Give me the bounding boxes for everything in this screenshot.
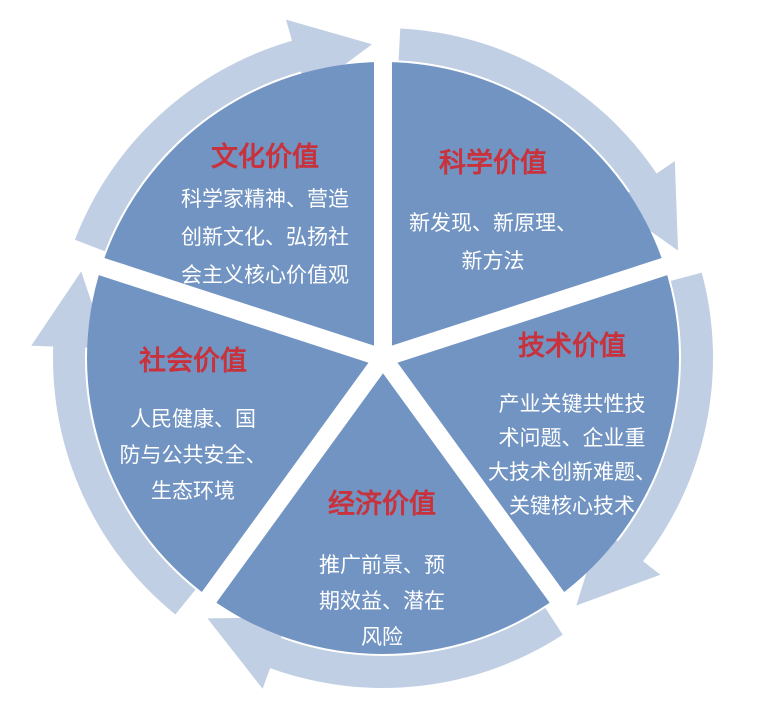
segment-text-society-line-1: 人民健康、国 [130,407,256,431]
segment-technology: 技术价值 产业关键共性技 术问题、企业重 大技术创新难题、 关键核心技术 [488,331,656,518]
cycle-arrow-icon [576,272,714,606]
segment-title-culture: 文化价值 [211,141,319,173]
segment-text-technology-line-2: 术问题、企业重 [499,426,646,450]
cycle-arrow-icon [398,28,679,251]
segment-text-culture-line-1: 科学家精神、营造 [181,187,349,211]
segment-text-economy-line-2: 期效益、潜在 [319,589,445,613]
segment-text-society-line-2: 防与公共安全、 [120,443,267,467]
cycle-arrow-icon [207,607,563,689]
segment-divider [199,352,391,607]
segment-title-technology: 技术价值 [518,331,626,362]
pie-wedge-society [87,266,384,598]
segment-economy: 经济价值 推广前景、预 期效益、潜在 风险 [319,488,445,649]
segment-science: 科学价值 新发现、新原理、 新方法 [409,147,577,273]
cycle-arrow-icon [31,271,196,615]
segment-text-technology-line-3: 大技术创新难题、 [488,460,656,484]
segment-text-society-line-3: 生态环境 [151,479,235,503]
segment-text-economy-line-3: 风险 [361,625,403,649]
segment-society: 社会价值 人民健康、国 防与公共安全、 生态环境 [120,345,267,503]
segment-divider [380,256,672,367]
segment-text-technology-line-4: 关键核心技术 [509,494,635,518]
segment-title-society: 社会价值 [139,345,247,377]
segment-text-science-line-2: 新方法 [462,249,525,273]
segment-divider [375,352,567,607]
segment-text-economy-line-1: 推广前景、预 [319,553,445,577]
cycle-arrow-icon [74,19,373,252]
segment-text-technology-line-1: 产业关键共性技 [499,392,646,416]
pie-wedge-technology [383,266,679,598]
segment-text-culture-line-3: 会主义核心价值观 [181,263,349,287]
segment-divider [94,256,386,367]
segment-text-science-line-1: 新发现、新原理、 [409,211,577,235]
segment-title-economy: 经济价值 [328,488,436,520]
segment-dividers [94,58,672,607]
arrow-ring [31,19,714,689]
segment-culture: 文化价值 科学家精神、营造 创新文化、弘扬社 会主义核心价值观 [181,141,349,287]
segment-title-science: 科学价值 [439,147,547,179]
pie-wedge-economy [209,358,557,654]
segment-text-culture-line-2: 创新文化、弘扬社 [181,225,349,249]
